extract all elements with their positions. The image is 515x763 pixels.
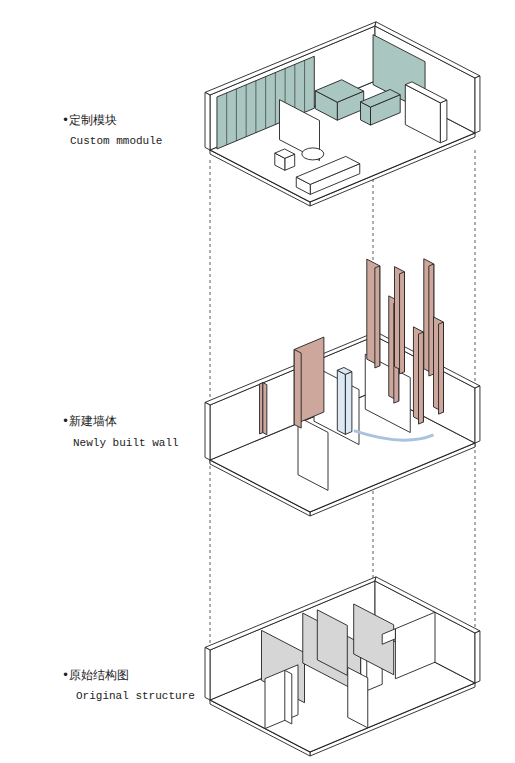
cabinet-door <box>265 77 266 129</box>
wall-end <box>475 386 480 443</box>
wall-end <box>205 92 210 150</box>
column <box>345 372 352 435</box>
new-wall <box>263 383 267 435</box>
projection-lines <box>210 95 475 655</box>
column <box>337 367 352 374</box>
wall <box>348 667 368 727</box>
wall <box>265 665 298 729</box>
pipe <box>354 431 434 441</box>
wall-end <box>205 647 210 700</box>
new-wall <box>419 332 424 424</box>
wall-end <box>475 76 480 133</box>
kitchen-island <box>361 89 401 107</box>
layer-title: •原始结构图 <box>62 667 129 684</box>
chair <box>275 149 295 158</box>
door-lintel <box>382 629 395 645</box>
layer-subtitle: Custom mmodule <box>70 135 162 147</box>
cabinet-door <box>304 60 305 112</box>
layer-subtitle: Original structure <box>76 690 195 702</box>
wall-end <box>205 402 210 460</box>
sofa <box>296 156 360 184</box>
cabinet-door <box>275 73 276 125</box>
cabinet-door <box>226 93 227 145</box>
wall-end <box>285 670 292 724</box>
round-table <box>302 148 324 160</box>
wall-panel <box>298 417 328 491</box>
wall <box>395 612 435 679</box>
new-wall <box>439 322 444 414</box>
new-wall <box>294 349 301 428</box>
wall <box>210 336 375 460</box>
cabinet-door <box>246 85 247 137</box>
layer-title: •定制模块 <box>62 112 117 129</box>
new-wall <box>400 272 405 374</box>
new-wall <box>260 383 263 434</box>
cabinet-door <box>236 89 237 141</box>
partition <box>405 82 447 103</box>
custom-module-plan <box>205 22 480 206</box>
layer-title: •新建墙体 <box>62 413 117 430</box>
original-structure-plan <box>205 577 480 756</box>
layer-subtitle: Newly built wall <box>73 437 179 449</box>
new-wall <box>375 266 380 368</box>
cabinet-door <box>255 81 256 133</box>
wall-end <box>475 631 480 683</box>
new-wall-plan <box>205 259 480 516</box>
column <box>337 370 345 434</box>
kitchen-counter <box>315 80 363 102</box>
wall <box>317 610 347 676</box>
partition <box>440 100 447 143</box>
